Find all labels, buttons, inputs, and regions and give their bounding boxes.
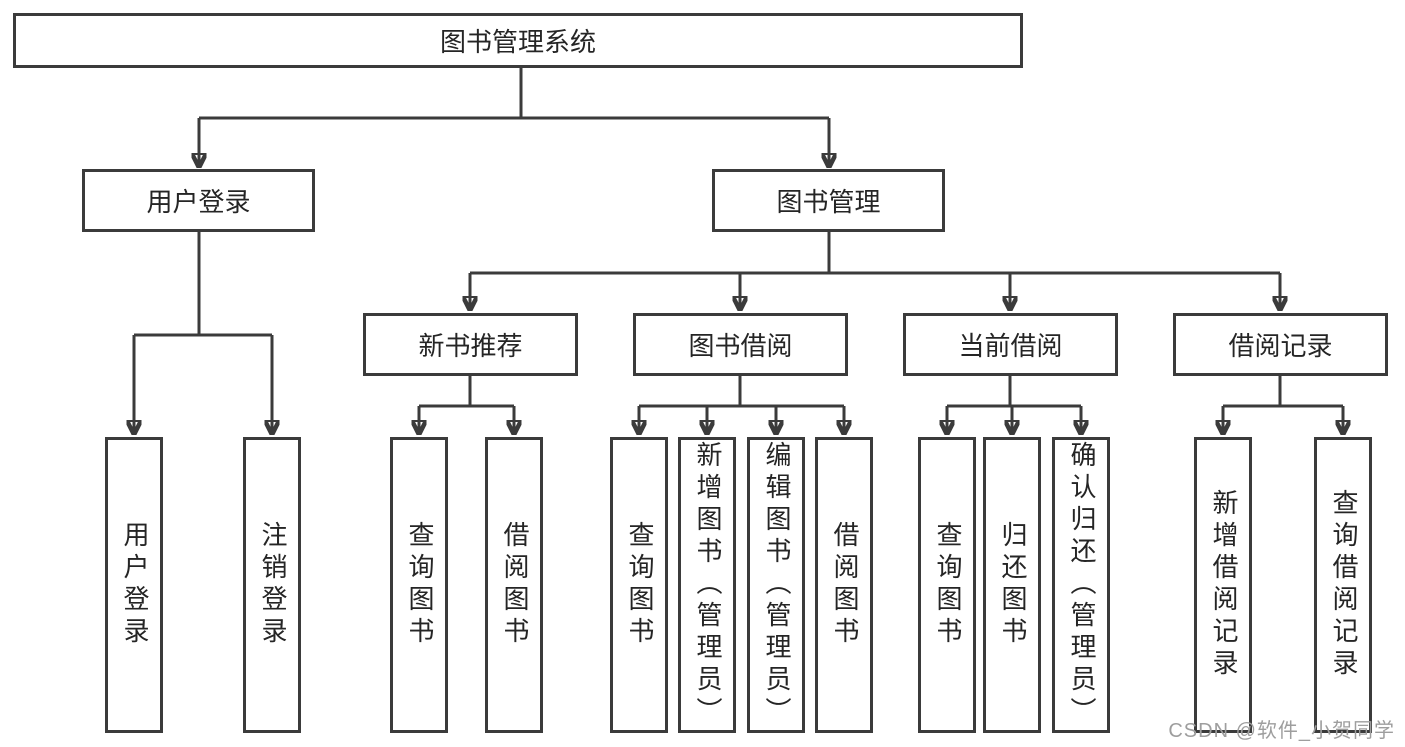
connector-root-children	[199, 68, 829, 164]
leaf-borrow-book: 借阅图书	[815, 437, 873, 733]
node-label: 当前借阅	[958, 331, 1063, 361]
connector-user-login-children	[134, 232, 272, 431]
leaf-query-book-current: 查询图书	[918, 437, 976, 733]
connector-book-management-children	[470, 232, 1280, 307]
node-label: 图书管理系统	[439, 27, 596, 57]
leaf-query-book-borrow: 查询图书	[610, 437, 668, 733]
leaf-return-book: 归还图书	[983, 437, 1041, 733]
leaf-query-book-recommend: 查询图书	[390, 437, 448, 733]
connector-book-borrow-children	[639, 376, 844, 431]
leaf-borrow-book-recommend: 借阅图书	[485, 437, 543, 733]
node-root: 图书管理系统	[13, 13, 1023, 68]
node-label: 借阅图书	[829, 521, 860, 649]
leaf-logout: 注销登录	[243, 437, 301, 733]
node-label: 图书借阅	[688, 331, 793, 361]
connector-current-borrow-children	[947, 376, 1081, 431]
node-label: 新书推荐	[418, 331, 523, 361]
node-book-borrow: 图书借阅	[633, 313, 848, 376]
node-borrow-records: 借阅记录	[1173, 313, 1388, 376]
node-label: 查询图书	[624, 521, 655, 649]
node-current-borrow: 当前借阅	[903, 313, 1118, 376]
node-label: 注销登录	[257, 521, 288, 649]
node-label: 归还图书	[997, 521, 1028, 649]
node-label: 新增借阅记录	[1208, 489, 1239, 681]
node-label: 查询借阅记录	[1328, 489, 1359, 681]
node-label: 用户登录	[146, 187, 251, 217]
node-new-book-recommend: 新书推荐	[363, 313, 578, 376]
leaf-user-login: 用户登录	[105, 437, 163, 733]
node-label: 用户登录	[119, 521, 150, 649]
node-book-management: 图书管理	[712, 169, 945, 232]
leaf-add-borrow-record: 新增借阅记录	[1194, 437, 1252, 733]
node-label: 借阅记录	[1228, 331, 1333, 361]
node-user-login: 用户登录	[82, 169, 315, 232]
node-label: 图书管理	[776, 187, 881, 217]
node-label: 查询图书	[404, 521, 435, 649]
connector-new-book-recommend-children	[419, 376, 514, 431]
csdn-watermark: CSDN @软件_小贺同学	[1168, 720, 1395, 742]
node-label: 查询图书	[932, 521, 963, 649]
leaf-add-book-admin: 新增图书（管理员）	[678, 437, 736, 733]
leaf-confirm-return-admin: 确认归还（管理员）	[1052, 437, 1110, 733]
node-label: 确认归还（管理员）	[1066, 441, 1097, 729]
leaf-edit-book-admin: 编辑图书（管理员）	[747, 437, 805, 733]
node-label: 借阅图书	[499, 521, 530, 649]
node-label: 编辑图书（管理员）	[761, 441, 792, 729]
node-label: 新增图书（管理员）	[692, 441, 723, 729]
leaf-query-borrow-record: 查询借阅记录	[1314, 437, 1372, 733]
connector-borrow-records-children	[1223, 376, 1343, 431]
